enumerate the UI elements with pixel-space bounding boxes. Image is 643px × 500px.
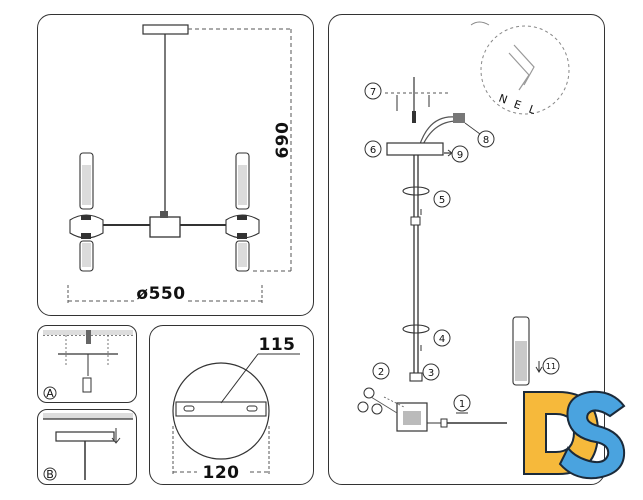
assembly-drawing: N E L <box>357 21 570 432</box>
callout-2 <box>372 362 390 380</box>
ring-part-4 <box>402 324 430 334</box>
callout-3 <box>422 363 440 381</box>
canopy-plate <box>142 24 189 35</box>
canopy-dimension-drawing: 115 120 <box>172 335 300 483</box>
height-dim-label: 690 <box>273 122 293 159</box>
diameter-dimension: ø550 <box>67 284 263 304</box>
hub-screw <box>160 211 168 218</box>
detail-a-label: A <box>46 387 54 400</box>
left-lamp <box>69 152 104 272</box>
detail-b-badge <box>43 467 57 481</box>
canopy-top-dim: 115 <box>259 335 296 355</box>
detail-b-drawing: B <box>43 413 133 481</box>
leader-line <box>220 353 259 404</box>
callout-7 <box>364 82 382 100</box>
canopy-bottom-dim: 120 <box>203 463 240 483</box>
overview-panel: 690 ø550 <box>37 14 314 316</box>
wire-letter-e: E <box>512 98 523 113</box>
callout-3-label: 3 <box>428 368 434 379</box>
callout-8 <box>477 130 495 148</box>
diameter-dim-label: ø550 <box>136 284 185 304</box>
right-lamp <box>225 152 260 272</box>
callout-4-label: 4 <box>439 334 445 345</box>
terminal-block <box>453 113 465 123</box>
callout-1-label: 1 <box>459 399 465 410</box>
detail-b-label: B <box>46 468 54 481</box>
canopy-part <box>386 142 444 156</box>
callout-11-label: 11 <box>546 362 556 371</box>
wire-letter-l: L <box>527 103 538 118</box>
detail-b-panel: B <box>37 409 137 485</box>
overview-drawing: 690 ø550 <box>67 24 293 304</box>
detail-a-panel: A <box>37 325 137 403</box>
hub-assembly <box>357 387 507 432</box>
callout-7-label: 7 <box>370 87 376 98</box>
callout-6-label: 6 <box>370 145 376 156</box>
callout-5-label: 5 <box>439 195 445 206</box>
callout-4 <box>433 329 451 347</box>
nut-part-3 <box>409 372 423 382</box>
callout-9 <box>451 145 469 163</box>
callout-1 <box>453 394 471 412</box>
callout-11 <box>542 357 560 375</box>
callout-5 <box>433 190 451 208</box>
lamp-shade-part <box>512 316 543 386</box>
ring-part-5 <box>402 186 430 196</box>
wiring-detail: N E L <box>470 21 570 118</box>
detail-a-badge <box>43 386 57 400</box>
callout-8-label: 8 <box>483 135 489 146</box>
callout-6 <box>364 140 382 158</box>
ds-logo <box>523 390 626 480</box>
height-dimension: 690 <box>188 28 293 272</box>
callout-2-label: 2 <box>378 367 384 378</box>
mounting-bracket <box>175 401 267 417</box>
canopy-dimension-panel: 115 120 <box>149 325 314 485</box>
detail-a-drawing: A <box>43 330 133 400</box>
center-hub <box>149 216 181 238</box>
callout-9-label: 9 <box>457 150 463 161</box>
logo-letter-s <box>558 390 626 480</box>
